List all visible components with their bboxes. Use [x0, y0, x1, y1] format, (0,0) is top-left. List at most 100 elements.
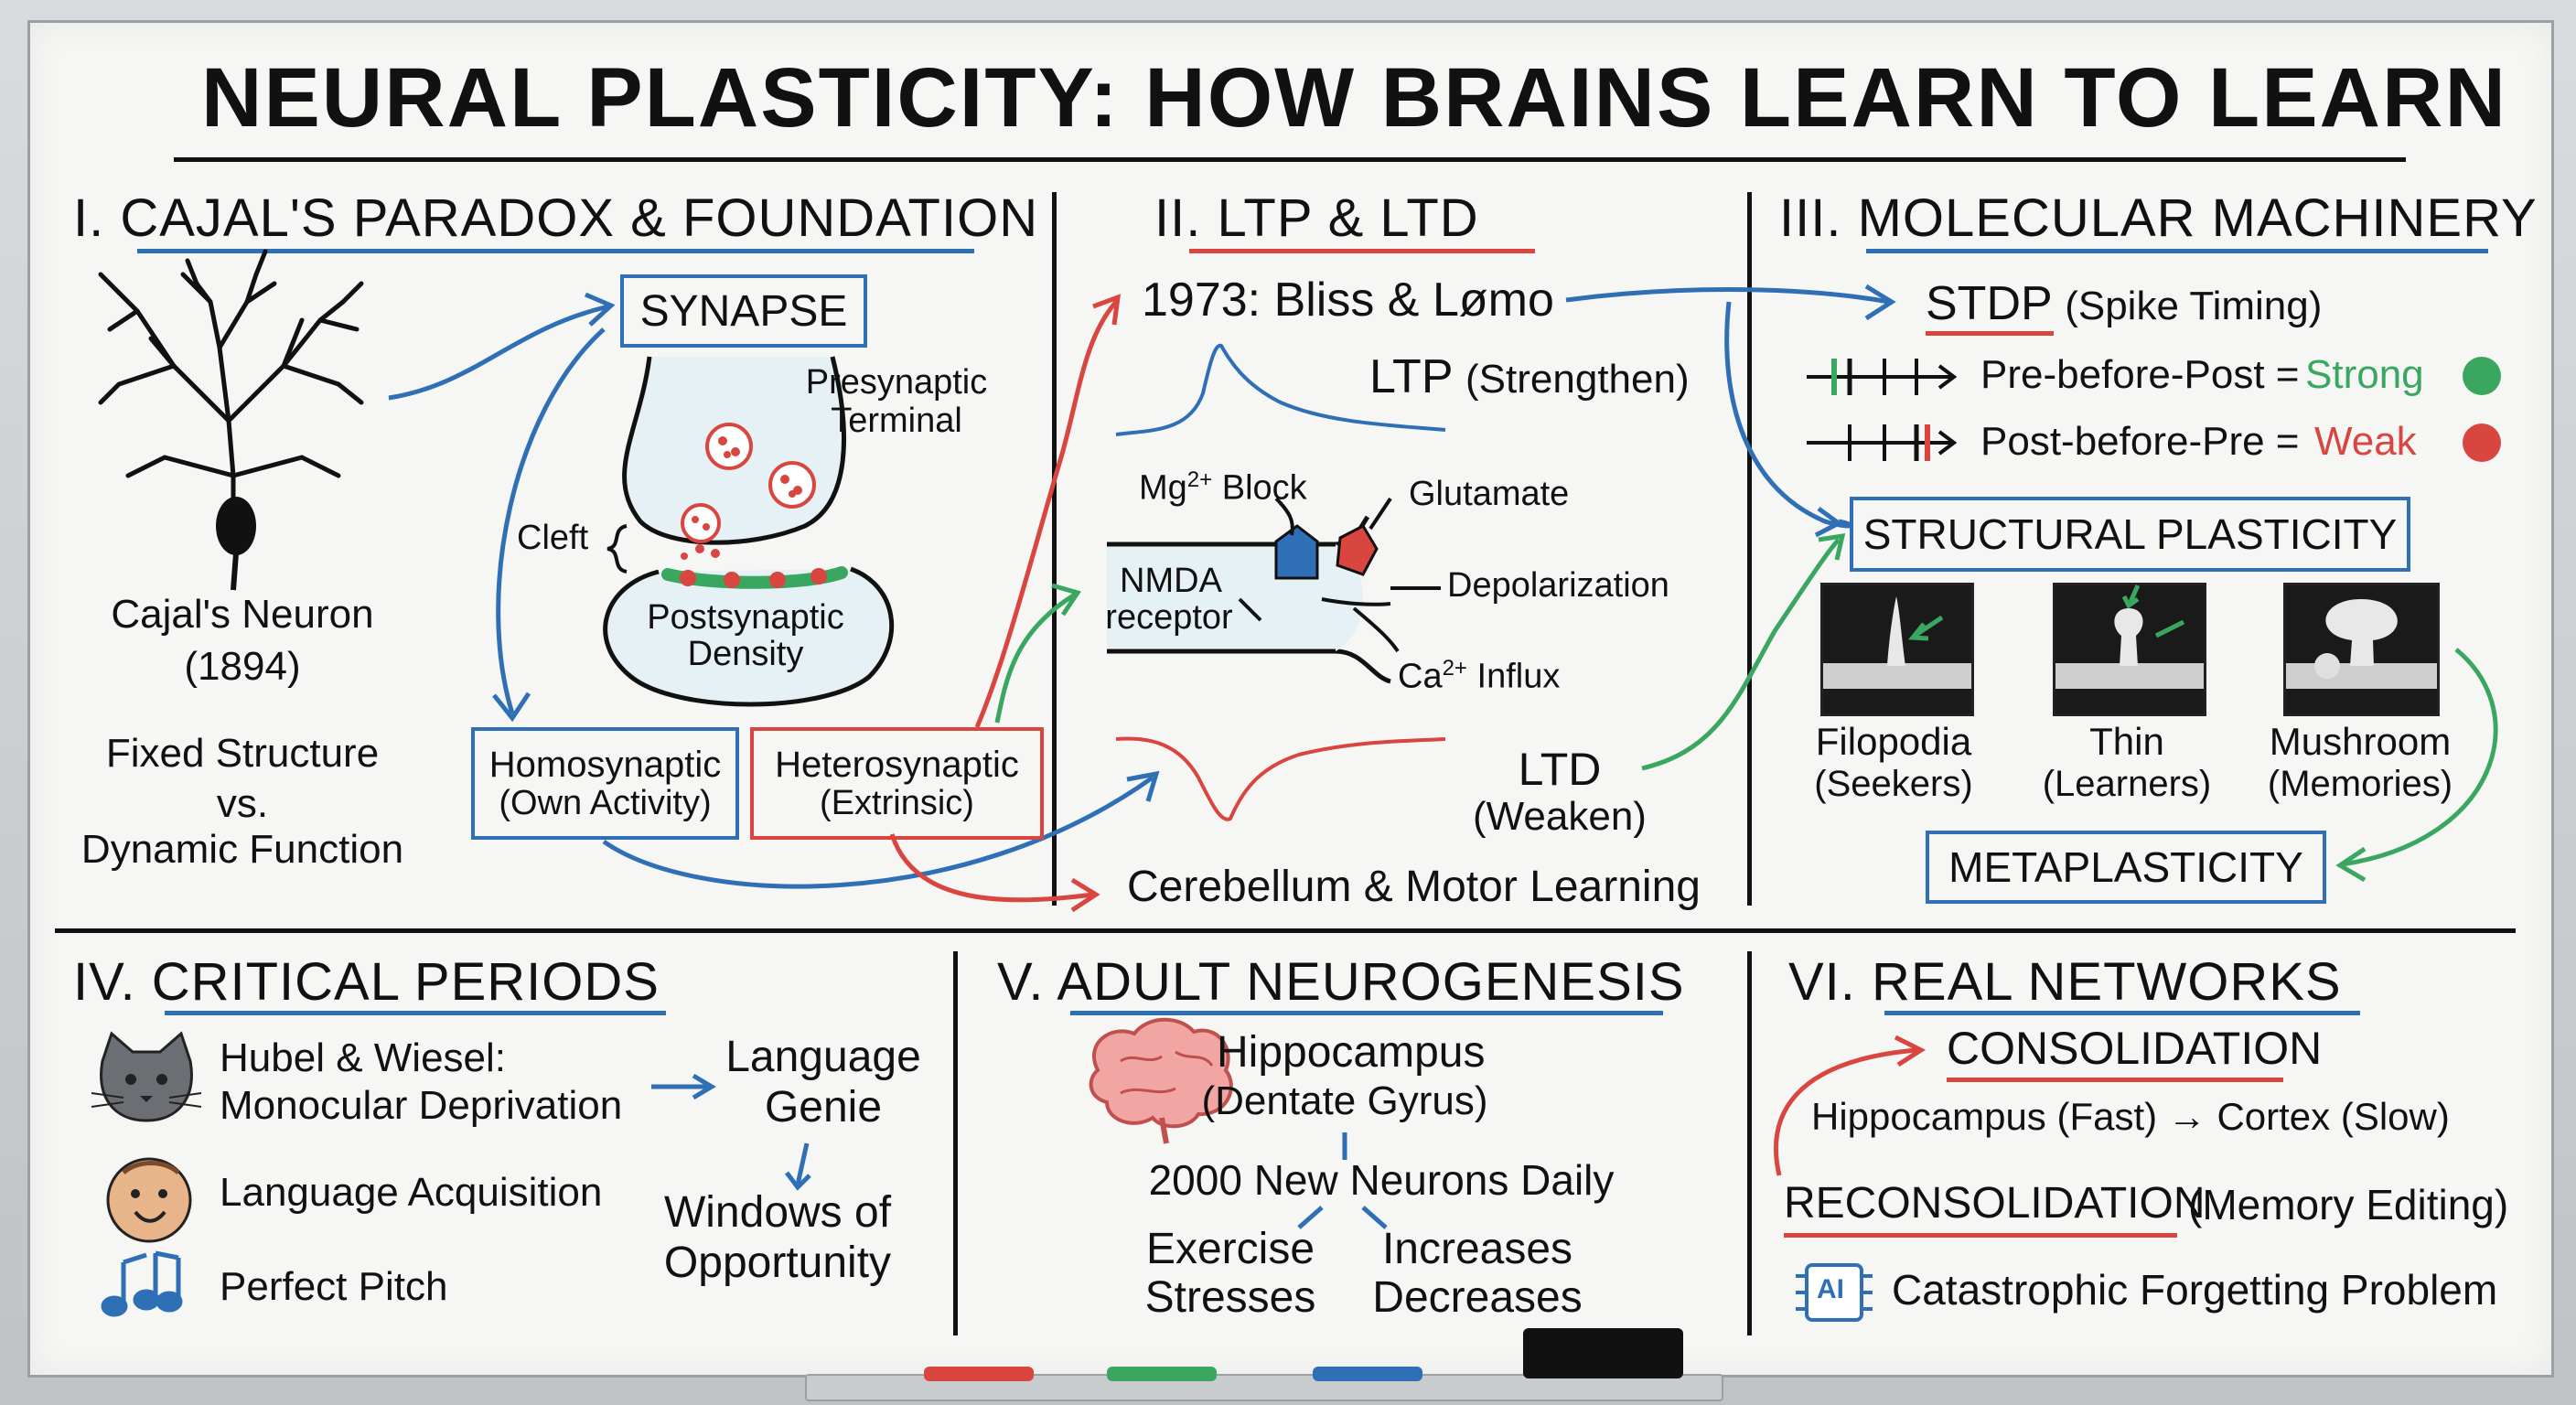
ltp-trace	[1115, 343, 1446, 436]
neuron-caption: Cajal's Neuron	[111, 592, 374, 637]
memory-editing-label: (Memory Editing)	[2188, 1181, 2509, 1228]
page-title: NEURAL PLASTICITY: HOW BRAINS LEARN TO L…	[201, 51, 2507, 145]
homosynaptic-box: Homosynaptic (Own Activity)	[471, 727, 739, 840]
spine-role-1: (Seekers)	[1814, 764, 1973, 804]
section-1-heading: I. CAJAL'S PARADOX & FOUNDATION	[73, 188, 1039, 248]
exercise-label: Exercise	[1145, 1225, 1315, 1273]
heterosynaptic-box: Heterosynaptic (Extrinsic)	[750, 727, 1044, 840]
section-6-underline	[1884, 1011, 2360, 1015]
music-notes-icon	[101, 1250, 183, 1317]
arrow-homo-ltd	[602, 775, 1154, 889]
decreases-label: Decreases	[1372, 1273, 1583, 1322]
ltd-trace	[1115, 736, 1446, 821]
windows-label-1: Windows of	[663, 1188, 892, 1237]
glutamate-label: Glutamate	[1409, 475, 1570, 513]
glutamate-icon	[1336, 524, 1379, 576]
weak-label: Weak	[2314, 419, 2417, 464]
dynamic-function: Dynamic Function	[80, 827, 404, 872]
vs-label: vs.	[216, 781, 269, 826]
cerebellum-label: Cerebellum & Motor Learning	[1127, 863, 1701, 911]
section-2-heading: II. LTP & LTD	[1154, 188, 1479, 248]
ai-chip-label: AI	[1817, 1274, 1844, 1304]
hippocampus-cortex-label: Hippocampus (Fast) → Cortex (Slow)	[1811, 1095, 2450, 1138]
section-6-heading: VI. REAL NETWORKS	[1788, 952, 2342, 1012]
depolarization-label: Depolarization	[1447, 566, 1669, 605]
marker-tray	[805, 1374, 1723, 1401]
cat-icon	[91, 1031, 202, 1122]
spine-name-1: Filopodia	[1815, 720, 1972, 763]
divider-5-6	[1747, 951, 1752, 1335]
section-5-heading: V. ADULT NEUROGENESIS	[997, 952, 1685, 1012]
thin-spine-image	[2053, 583, 2206, 716]
ca-influx-label: Ca2+ Influx	[1398, 656, 1561, 696]
arrow-consolidation	[1774, 1047, 1917, 1176]
filopodia-image	[1820, 583, 1974, 716]
blue-marker	[1313, 1367, 1422, 1381]
spine-role-3: (Memories)	[2267, 764, 2453, 804]
section-1-underline	[137, 249, 974, 253]
fixed-structure: Fixed Structure	[105, 731, 380, 776]
spine-name-3: Mushroom	[2269, 720, 2452, 763]
catastrophic-forgetting-label: Catastrophic Forgetting Problem	[1892, 1266, 2498, 1314]
divider-2-3	[1747, 192, 1752, 906]
section-4-underline	[165, 1011, 666, 1015]
arrow-hetero-bliss	[974, 300, 1118, 728]
cajal-neuron-icon	[98, 249, 364, 552]
mushroom-spine-image	[2283, 583, 2440, 716]
arrow-ltd-structural	[1641, 538, 1841, 771]
stdp-underline	[1926, 331, 2054, 336]
consolidation-underline	[1947, 1078, 2283, 1082]
section-3-heading: III. MOLECULAR MACHINERY	[1779, 188, 2538, 248]
language-genie-2: Genie	[764, 1083, 883, 1132]
red-marker	[924, 1367, 1034, 1381]
presynaptic-label-1: Presynaptic	[805, 363, 988, 402]
postsynaptic-label-2: Density	[687, 635, 804, 673]
ltd-label: LTD	[1518, 744, 1602, 795]
reconsolidation-underline	[1784, 1233, 2177, 1238]
arrow-stdp-structural	[1724, 301, 1853, 529]
section-5-underline	[1070, 1011, 1663, 1015]
dentate-gyrus-label: (Dentate Gyrus)	[1201, 1078, 1488, 1123]
spine-name-2: Thin	[2089, 720, 2164, 763]
section-3-underline	[1866, 249, 2488, 253]
consolidation-label: CONSOLIDATION	[1947, 1023, 2323, 1074]
neuron-soma	[216, 497, 256, 555]
language-acquisition-label: Language Acquisition	[220, 1170, 603, 1215]
ltp-text: LTP	[1369, 350, 1453, 403]
ltp-label: LTP (Strengthen)	[1369, 349, 1690, 404]
ai-chip-icon	[1796, 1263, 1873, 1322]
divider-horizontal	[55, 928, 2516, 933]
increases-label: Increases	[1381, 1225, 1573, 1273]
eraser	[1523, 1328, 1683, 1378]
brain-icon	[1089, 1017, 1233, 1144]
strong-indicator-dot	[2463, 357, 2501, 395]
baby-icon	[106, 1157, 192, 1243]
arrow-hetero-cerebellum	[889, 833, 1094, 903]
pre-before-post-label: Pre-before-Post =	[1980, 352, 2300, 397]
monocular-deprivation-label: Monocular Deprivation	[220, 1083, 623, 1128]
perfect-pitch-label: Perfect Pitch	[220, 1264, 448, 1309]
stdp-label: STDP (Spike Timing)	[1926, 277, 2323, 330]
nmda-label-1: NMDA	[1120, 562, 1222, 600]
title-underline	[174, 157, 2406, 162]
post-before-pre-label: Post-before-Pre =	[1980, 419, 2300, 464]
language-genie-1: Language	[725, 1033, 921, 1081]
arrow-mushroom-meta	[2341, 648, 2498, 867]
structural-plasticity-box: STRUCTURAL PLASTICITY	[1850, 497, 2410, 572]
neuron-year: (1894)	[184, 644, 301, 689]
section-2-underline	[1189, 249, 1535, 253]
weak-indicator-dot	[2463, 424, 2501, 462]
arrow-hetero-nmda	[994, 592, 1077, 724]
mg-block-label: Mg2+ Block	[1139, 467, 1307, 508]
hippocampus-label: Hippocampus	[1217, 1028, 1486, 1077]
bliss-lomo-label: 1973: Bliss & Lømo	[1142, 273, 1554, 327]
synapse-box: SYNAPSE	[620, 274, 867, 348]
green-marker	[1107, 1367, 1217, 1381]
metaplasticity-box: METAPLASTICITY	[1926, 831, 2326, 904]
arrow-bliss-stdp	[1565, 287, 1890, 305]
nmda-label-2: receptor	[1105, 598, 1233, 637]
